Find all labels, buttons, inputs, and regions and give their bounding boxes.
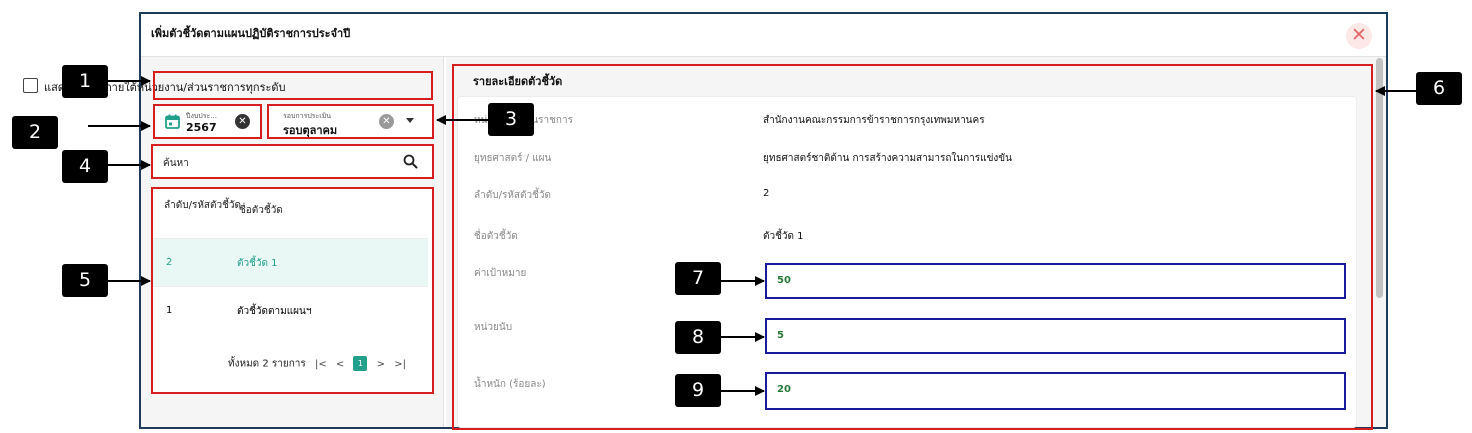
title-divider	[141, 56, 1386, 57]
annotation-badge-9: 9	[675, 374, 721, 407]
annotation-badge-8: 8	[675, 321, 721, 354]
current-page-button[interactable]: 1	[353, 356, 368, 371]
first-page-button[interactable]: |<	[314, 358, 327, 370]
dialog-title: เพิ่มตัวชี้วัดตามแผนปฏิบัติราชการประจำปี	[151, 27, 351, 40]
fiscal-year-caption: ปีงบประ...	[186, 112, 217, 120]
column-header-code: ลำดับ/รหัสตัวชี้วัด	[164, 200, 242, 211]
row-code: 1	[166, 305, 173, 316]
show-all-checkbox[interactable]	[23, 78, 38, 93]
strategy-label: ยุทธศาสตร์ / แผน	[474, 153, 552, 164]
annotation-badge-6: 6	[1416, 72, 1462, 105]
close-button[interactable]: ✕	[1346, 23, 1372, 49]
calendar-icon	[165, 114, 180, 129]
fiscal-year-select[interactable]: ปีงบประ... 2567 ✕	[155, 106, 260, 137]
column-header-name: ชื่อตัวชี้วัด	[239, 205, 283, 216]
pagination: ทั้งหมด 2 รายการ |< < 1 > >|	[228, 356, 406, 372]
fiscal-year-value: 2567	[186, 121, 217, 134]
highlight-box-6	[452, 64, 1373, 430]
annotation-badge-1: 1	[62, 65, 108, 98]
highlight-box-4	[151, 144, 434, 179]
weight-input[interactable]: 20	[765, 372, 1346, 410]
evaluation-round-select[interactable]: รอบการประเมิน รอบตุลาคม ✕	[269, 106, 432, 137]
round-caption: รอบการประเมิน	[283, 112, 332, 120]
close-icon: ✕	[1351, 24, 1367, 46]
weight-value: 20	[777, 384, 791, 395]
clear-year-icon[interactable]: ✕	[235, 114, 250, 129]
round-value: รอบตุลาคม	[283, 124, 338, 137]
pager-total: ทั้งหมด 2 รายการ	[228, 358, 306, 370]
agency-value: สำนักงานคณะกรรมการข้าราชการกรุงเทพมหานคร	[763, 115, 985, 126]
target-value: 50	[777, 275, 791, 286]
code-label: ลำดับ/รหัสตัวชี้วัด	[474, 190, 552, 201]
last-page-button[interactable]: >|	[394, 358, 406, 370]
name-value: ตัวชี้วัด 1	[763, 231, 804, 242]
search-icon[interactable]	[403, 154, 418, 169]
next-page-button[interactable]: >	[376, 358, 386, 370]
search-placeholder: ค้นหา	[163, 158, 189, 169]
annotation-badge-7: 7	[675, 262, 721, 295]
annotation-badge-5: 5	[62, 264, 108, 297]
clear-round-icon[interactable]: ✕	[379, 114, 394, 129]
weight-label: น้ำหนัก (ร้อยละ)	[474, 379, 546, 390]
unit-input[interactable]: 5	[765, 318, 1346, 354]
row-name: ตัวชี้วัด 1	[237, 258, 278, 269]
annotation-badge-3: 3	[488, 103, 534, 136]
indicator-table: ลำดับ/รหัสตัวชี้วัด ชื่อตัวชี้วัด 2 ตัวช…	[153, 189, 432, 392]
search-input[interactable]: ค้นหา	[153, 146, 432, 177]
table-row[interactable]: 2 ตัวชี้วัด 1	[153, 238, 428, 286]
annotation-badge-4: 4	[62, 150, 108, 183]
caret-down-icon[interactable]	[406, 118, 414, 123]
code-value: 2	[763, 188, 770, 199]
row-name: ตัวชี้วัดตามแผนฯ	[237, 306, 312, 317]
row-code: 2	[166, 257, 173, 268]
table-row[interactable]: 1 ตัวชี้วัดตามแผนฯ	[153, 286, 428, 334]
target-input[interactable]: 50	[765, 263, 1346, 299]
prev-page-button[interactable]: <	[335, 358, 345, 370]
annotation-badge-2: 2	[12, 116, 58, 149]
unit-label: หน่วยนับ	[474, 322, 513, 333]
highlight-box-2	[153, 104, 262, 139]
target-label: ค่าเป้าหมาย	[474, 268, 527, 279]
highlight-box-1	[153, 71, 433, 100]
details-title: รายละเอียดตัวชี้วัด	[473, 75, 563, 88]
name-label: ชื่อตัวชี้วัด	[474, 231, 518, 242]
highlight-box-5	[151, 187, 434, 394]
details-scrollbar[interactable]	[1376, 58, 1383, 298]
highlight-box-3	[267, 104, 434, 139]
strategy-value: ยุทธศาสตร์ชาติด้าน การสร้างความสามารถในก…	[763, 153, 1012, 164]
unit-value: 5	[777, 330, 784, 341]
